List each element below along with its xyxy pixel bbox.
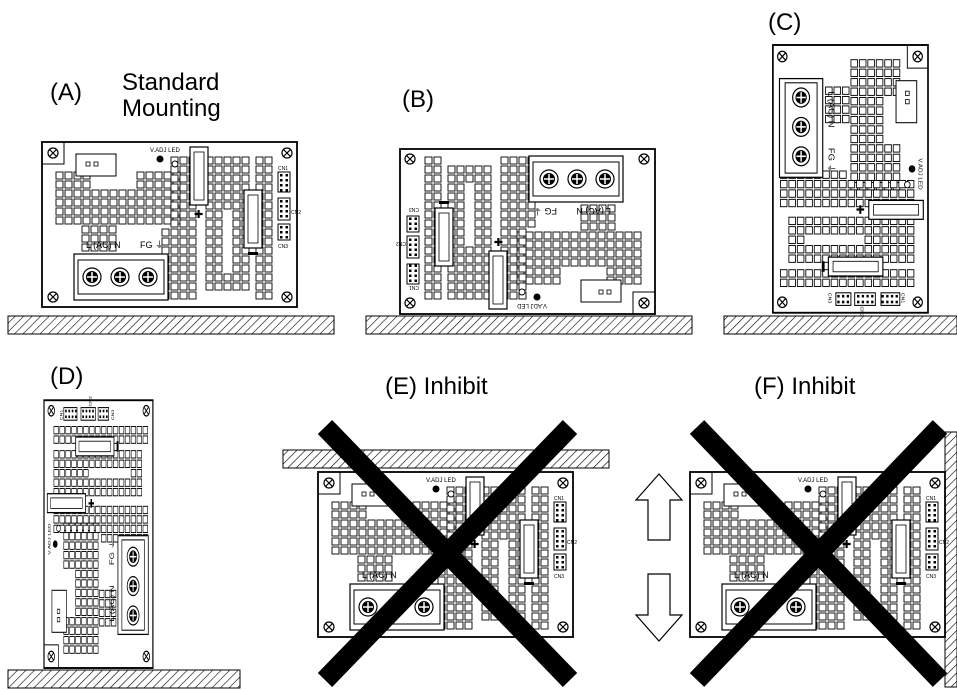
- svg-text:L (AC) N: L (AC) N: [734, 570, 769, 580]
- mounting-surface-d: [7, 669, 241, 689]
- svg-text:L (AC) N: L (AC) N: [576, 206, 611, 216]
- panel-a-label: (A): [50, 79, 82, 106]
- svg-text:CN3: CN3: [826, 293, 832, 304]
- svg-text:CN2: CN2: [89, 395, 93, 406]
- svg-text:✚: ✚: [854, 205, 865, 215]
- svg-text:CN1: CN1: [900, 293, 906, 304]
- svg-text:✚: ✚: [470, 539, 479, 551]
- svg-text:CN1: CN1: [59, 409, 63, 420]
- svg-text:FG ⏚: FG ⏚: [109, 540, 116, 565]
- panel-d-label: (D): [50, 363, 83, 390]
- svg-text:L (AC) N: L (AC) N: [362, 570, 397, 580]
- svg-text:V.ADJ LED: V.ADJ LED: [517, 302, 547, 308]
- svg-text:✚: ✚: [194, 209, 203, 221]
- panel-b-label: (B): [402, 86, 434, 113]
- panel-f-label: (F) Inhibit: [754, 373, 856, 400]
- svg-text:FG ⏚: FG ⏚: [533, 206, 557, 216]
- mounting-surface-e-ceiling: [282, 449, 610, 469]
- svg-text:CN1: CN1: [278, 166, 288, 172]
- svg-text:L (AC) N: L (AC) N: [109, 585, 116, 622]
- svg-text:CN2: CN2: [291, 210, 301, 216]
- svg-text:CN3: CN3: [926, 574, 936, 580]
- arrow-down-icon: [634, 573, 684, 642]
- panel-c-label: (C): [768, 9, 801, 36]
- svg-text:V.ADJ LED: V.ADJ LED: [426, 478, 456, 484]
- svg-text:CN3: CN3: [554, 574, 564, 580]
- mounting-surface-c: [723, 315, 957, 335]
- svg-text:FG ⏚: FG ⏚: [826, 148, 835, 173]
- svg-text:CN2: CN2: [939, 540, 949, 546]
- svg-text:CN1: CN1: [926, 496, 936, 502]
- svg-text:CN3: CN3: [409, 206, 419, 212]
- mounting-surface-a: [7, 315, 335, 335]
- mounting-surface-f-wall: [944, 431, 957, 688]
- svg-text:CN3: CN3: [278, 244, 288, 250]
- svg-text:L (AC) N: L (AC) N: [826, 91, 835, 127]
- svg-text:L (AC) N: L (AC) N: [86, 240, 121, 250]
- arrow-up-icon: [634, 473, 684, 541]
- svg-text:CN2: CN2: [567, 540, 577, 546]
- svg-text:CN1: CN1: [409, 284, 419, 290]
- svg-text:V.ADJ LED: V.ADJ LED: [48, 523, 53, 554]
- svg-text:CN2: CN2: [858, 306, 864, 317]
- svg-text:FG ⏚: FG ⏚: [140, 240, 164, 250]
- svg-text:✚: ✚: [494, 235, 503, 247]
- svg-text:CN3: CN3: [111, 409, 115, 420]
- panel-e-label: (E) Inhibit: [385, 373, 488, 400]
- svg-text:V.ADJ LED: V.ADJ LED: [150, 148, 180, 154]
- mounting-surface-b: [365, 315, 693, 335]
- svg-text:✚: ✚: [842, 539, 851, 551]
- panel-a-title-line1: Standard: [122, 69, 219, 96]
- power-supply-unit-b: L (AC) N FG ⏚ V.ADJ LED ✚ CN1 CN2 CN3: [396, 148, 656, 315]
- svg-text:V.ADJ LED: V.ADJ LED: [798, 478, 828, 484]
- svg-text:CN2: CN2: [396, 240, 406, 246]
- inhibit-cross-e: [317, 420, 578, 687]
- svg-text:✚: ✚: [88, 499, 96, 509]
- panel-a-title-line2: Mounting: [122, 95, 221, 122]
- svg-text:CN1: CN1: [554, 496, 564, 502]
- inhibit-cross-f: [689, 420, 948, 687]
- svg-text:V.ADJ LED: V.ADJ LED: [917, 158, 923, 190]
